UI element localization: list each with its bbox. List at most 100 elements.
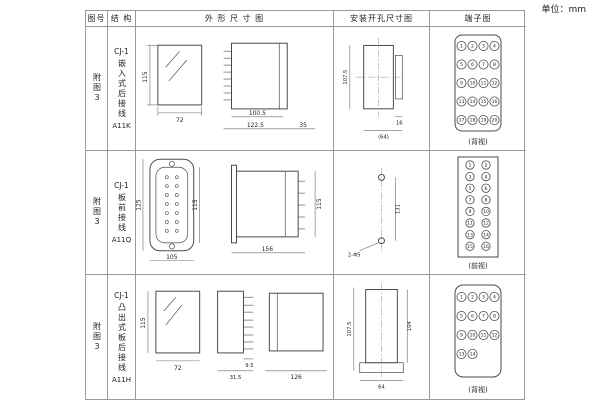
terminal-number: 4 — [493, 295, 496, 301]
terminal-circle — [467, 58, 478, 69]
header-outline: 外 形 尺 寸 图 — [136, 11, 334, 27]
dim-label: 9.5 — [245, 363, 253, 369]
terminal-circle — [465, 229, 475, 239]
fig-no: 附图3 — [92, 73, 102, 104]
dim-label: 100.5 — [249, 109, 266, 116]
terminal-number: 19 — [481, 117, 487, 123]
terminal-circle — [467, 311, 478, 322]
outline-drawing: 115 72 100.5 122.5 35 — [142, 42, 316, 129]
terminal-circle — [467, 291, 478, 302]
terminal-circle — [481, 206, 491, 216]
terminal-number: 11 — [481, 333, 487, 339]
install-drawing: 107.5 16 (64) — [343, 37, 404, 140]
model-label: CJ-1 — [114, 181, 129, 190]
terminal-circle — [478, 311, 489, 322]
terminal-number: 1 — [469, 162, 472, 168]
structure-cell: CJ-1 板前接线 A11Q — [108, 151, 136, 275]
terminal-number: 4 — [485, 174, 488, 180]
terminal-number: 9 — [469, 209, 472, 215]
code-label: A11H — [112, 375, 131, 384]
terminal-number: 2 — [471, 295, 474, 301]
dim-label: 115 — [192, 199, 199, 211]
terminal-number: 6 — [485, 185, 488, 191]
fig-no: 附图3 — [92, 321, 102, 353]
terminal-circle — [489, 40, 500, 51]
terminal-number: 9 — [460, 333, 463, 339]
outline-drawing-cell: 115 72 9.5 31.5 126 — [136, 275, 334, 399]
dim-label: 131 — [395, 204, 401, 214]
terminal-number: 13 — [459, 352, 465, 358]
dim-label: 64 — [378, 384, 385, 390]
terminal-number: 12 — [492, 333, 498, 339]
terminal-circle — [465, 241, 475, 251]
dim-label: 35 — [299, 121, 307, 128]
terminal-circle — [481, 229, 491, 239]
outline-drawing: 125 115 105 156 115 — [136, 158, 323, 261]
terminal-number: 17 — [459, 117, 465, 123]
dim-label: 122.5 — [247, 121, 264, 128]
dim-label: 16 — [396, 120, 403, 126]
terminal-number: 16 — [483, 243, 489, 249]
dim-label: (64) — [378, 134, 389, 140]
terminal-view-caption: (前视) — [468, 261, 488, 270]
terminal-number: 6 — [471, 62, 474, 68]
structure-label: 嵌入式后接线 — [117, 59, 127, 119]
terminal-circle — [489, 58, 500, 69]
terminal-circle — [456, 77, 467, 88]
terminal-number: 3 — [482, 295, 485, 301]
terminal-number: 5 — [469, 185, 472, 191]
terminal-number: 15 — [467, 243, 473, 249]
dim-label: 125 — [136, 199, 142, 211]
header-fig-no: 图号 — [86, 11, 108, 27]
code-label: A11K — [112, 122, 131, 130]
install-drawing: 107.5 104 64 — [347, 283, 413, 390]
terminal-circle — [478, 96, 489, 107]
terminal-number: 2 — [485, 162, 488, 168]
dim-label: 107.5 — [347, 322, 353, 337]
fig-no-cell: 附图3 — [86, 275, 108, 399]
terminal-circle — [478, 58, 489, 69]
terminal-number: 8 — [493, 314, 496, 320]
dim-label: 156 — [262, 245, 274, 252]
terminal-number: 3 — [482, 43, 485, 49]
terminal-circle — [481, 194, 491, 204]
terminal-circle — [467, 77, 478, 88]
terminal-circle — [467, 40, 478, 51]
code-label: A11Q — [111, 236, 132, 244]
terminal-number: 10 — [470, 80, 476, 86]
terminal-circle — [465, 183, 475, 193]
terminal-number: 7 — [482, 62, 485, 68]
terminal-circle — [465, 194, 475, 204]
terminal-number: 3 — [469, 174, 472, 180]
terminal-number: 7 — [469, 197, 472, 203]
header-structure: 结 构 — [108, 11, 136, 27]
model-label: CJ-1 — [114, 290, 129, 300]
terminal-circle — [456, 349, 467, 360]
terminal-number: 20 — [492, 117, 498, 123]
terminal-circle — [456, 114, 467, 125]
terminal-number: 5 — [460, 314, 463, 320]
terminal-circle — [456, 40, 467, 51]
structure-label: 凸出式板后接线 — [117, 302, 127, 373]
outline-drawing-cell: 115 72 100.5 122.5 35 — [136, 27, 334, 151]
terminal-circle — [456, 96, 467, 107]
dim-label: 104 — [407, 320, 413, 331]
install-drawing-cell: 107.5 104 64 — [334, 275, 430, 399]
terminal-number: 18 — [470, 117, 476, 123]
dim-label: 31.5 — [230, 375, 242, 381]
structure-label: 板前接线 — [117, 193, 127, 233]
terminal-circle — [467, 349, 478, 360]
terminal-circle — [489, 311, 500, 322]
terminal-number: 12 — [483, 220, 489, 226]
front-view — [157, 44, 203, 105]
terminal-circle — [456, 311, 467, 322]
terminal-circle — [465, 159, 475, 170]
side-view — [268, 292, 324, 352]
front-view — [155, 290, 201, 354]
install-drawing: 131 2-Φ5 — [348, 166, 401, 258]
connector-pins — [165, 174, 179, 233]
terminal-circle — [478, 40, 489, 51]
dim-label: 115 — [142, 71, 149, 83]
